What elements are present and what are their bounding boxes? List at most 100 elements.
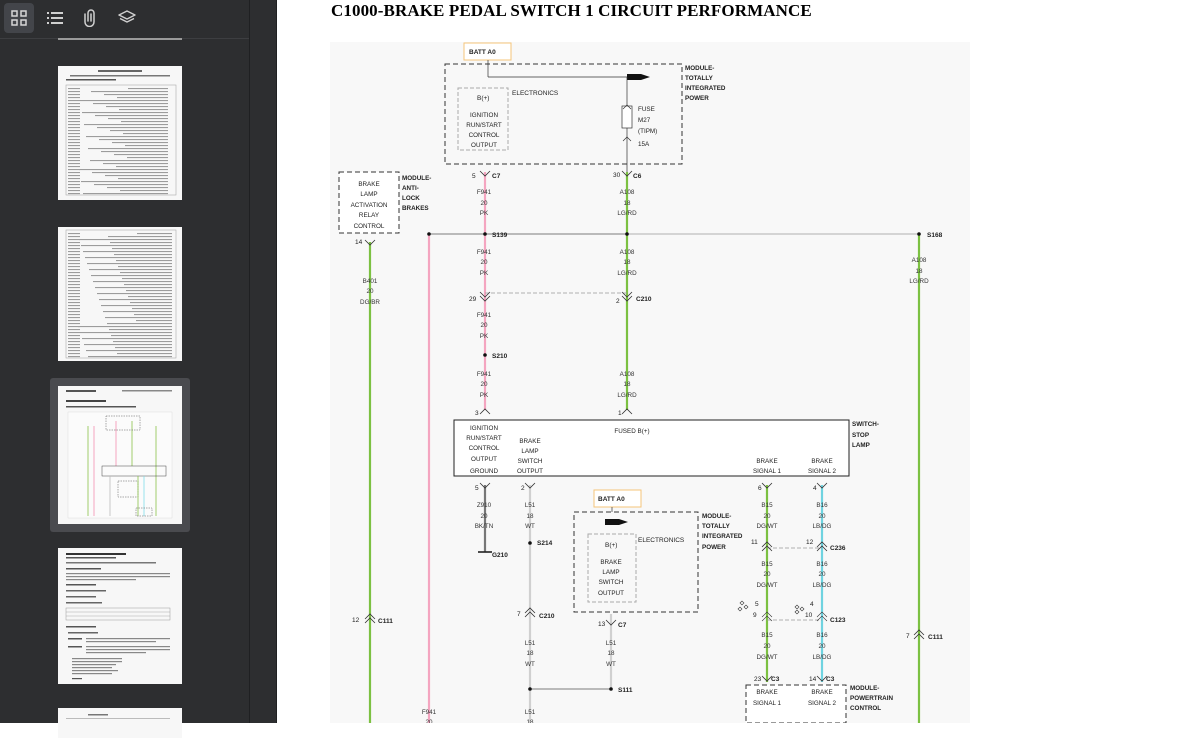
svg-text:FUSE: FUSE	[638, 106, 655, 113]
svg-text:B15: B15	[761, 502, 773, 509]
batt-label: BATT A0	[469, 49, 496, 56]
svg-text:S210: S210	[492, 353, 508, 360]
svg-text:12: 12	[806, 539, 814, 546]
svg-text:18: 18	[526, 650, 534, 657]
svg-text:ANTI-: ANTI-	[402, 185, 419, 192]
wiring-diagram: BATT A0 MODULE- TOTALLY INTEGRATED POWER…	[330, 42, 970, 723]
svg-text:B16: B16	[816, 561, 828, 568]
svg-text:STOP: STOP	[852, 432, 869, 439]
svg-text:B16: B16	[816, 502, 828, 509]
svg-text:F941: F941	[477, 249, 492, 256]
page-thumbnail-image	[58, 708, 182, 738]
svg-text:SWITCH: SWITCH	[518, 458, 543, 465]
abs-module-box	[338, 171, 400, 234]
svg-text:7: 7	[906, 633, 910, 640]
pcm-module-box	[745, 684, 847, 723]
thumbnail-page-2[interactable]	[50, 219, 190, 369]
svg-text:LAMP: LAMP	[602, 569, 619, 576]
svg-text:A108: A108	[620, 249, 635, 256]
sidebar-toolbar	[0, 0, 249, 39]
svg-text:PK: PK	[480, 270, 489, 277]
sidebar-resizer[interactable]	[250, 0, 277, 723]
svg-text:RUN/START: RUN/START	[466, 435, 502, 442]
svg-text:C210: C210	[539, 613, 555, 620]
svg-text:C111: C111	[928, 634, 943, 641]
svg-text:OUTPUT: OUTPUT	[471, 456, 497, 463]
svg-text:L51: L51	[525, 640, 536, 647]
svg-text:14: 14	[355, 239, 363, 246]
svg-text:LG/RD: LG/RD	[617, 210, 637, 217]
svg-text:F941: F941	[477, 189, 492, 196]
svg-text:SWITCH-: SWITCH-	[852, 421, 879, 428]
attachments-button[interactable]	[76, 3, 106, 33]
svg-text:BRAKE: BRAKE	[811, 458, 832, 465]
svg-text:OUTPUT: OUTPUT	[471, 142, 497, 149]
svg-text:LB/DG: LB/DG	[813, 654, 832, 661]
svg-text:11: 11	[751, 539, 758, 546]
svg-text:POWER: POWER	[702, 544, 726, 551]
svg-text:5: 5	[472, 173, 476, 180]
svg-text:BRAKE: BRAKE	[519, 438, 540, 445]
svg-text:1: 1	[618, 410, 622, 417]
svg-text:WT: WT	[525, 523, 535, 530]
svg-text:LG/RD: LG/RD	[617, 270, 637, 277]
svg-text:MODULE-: MODULE-	[702, 513, 731, 520]
svg-text:SIGNAL 2: SIGNAL 2	[808, 468, 837, 475]
svg-text:2: 2	[521, 485, 525, 492]
svg-text:BRAKE: BRAKE	[756, 689, 777, 696]
svg-text:L51: L51	[525, 502, 536, 509]
thumbnail-page-3[interactable]	[50, 378, 190, 532]
svg-text:C3: C3	[826, 676, 835, 683]
svg-text:C3: C3	[771, 676, 780, 683]
svg-text:ELECTRONICS: ELECTRONICS	[512, 90, 559, 97]
svg-text:BRAKE: BRAKE	[358, 181, 379, 188]
svg-text:(TIPM): (TIPM)	[638, 128, 657, 135]
thumbnail-page-1[interactable]	[50, 58, 190, 208]
svg-text:LOCK: LOCK	[402, 195, 420, 202]
svg-text:18: 18	[526, 513, 534, 520]
svg-text:LAMP: LAMP	[521, 448, 538, 455]
svg-text:CONTROL: CONTROL	[469, 132, 500, 139]
svg-text:5: 5	[475, 485, 479, 492]
svg-text:20: 20	[480, 381, 488, 388]
svg-text:LB/DG: LB/DG	[813, 582, 832, 589]
svg-text:S214: S214	[537, 540, 553, 547]
svg-text:C7: C7	[618, 622, 627, 629]
page-thumbnail-image	[58, 548, 182, 684]
svg-text:4: 4	[810, 601, 814, 608]
svg-text:DG/WT: DG/WT	[757, 523, 778, 530]
svg-text:SIGNAL 1: SIGNAL 1	[753, 700, 782, 707]
svg-text:LG/RD: LG/RD	[909, 278, 929, 285]
svg-text:20: 20	[763, 571, 771, 578]
svg-text:9: 9	[753, 612, 757, 619]
svg-text:18: 18	[623, 381, 631, 388]
svg-text:18: 18	[607, 650, 615, 657]
svg-text:MODULE-: MODULE-	[850, 685, 879, 692]
svg-text:20: 20	[763, 513, 771, 520]
svg-text:18: 18	[915, 268, 923, 275]
svg-text:LAMP: LAMP	[852, 442, 870, 449]
svg-text:OUTPUT: OUTPUT	[598, 590, 624, 597]
thumbnail-page-4[interactable]	[50, 540, 190, 690]
svg-text:DG/WT: DG/WT	[757, 654, 778, 661]
thumbnails-button[interactable]	[4, 3, 34, 33]
svg-text:IGNITION: IGNITION	[470, 112, 498, 119]
svg-text:A108: A108	[620, 371, 635, 378]
layers-button[interactable]	[112, 3, 142, 33]
svg-text:7: 7	[517, 611, 521, 618]
svg-text:GROUND: GROUND	[470, 468, 498, 475]
svg-text:BATT A0: BATT A0	[598, 496, 625, 503]
svg-text:SIGNAL 2: SIGNAL 2	[808, 700, 837, 707]
svg-text:DG/BR: DG/BR	[360, 299, 380, 306]
svg-text:Z910: Z910	[477, 502, 492, 509]
outline-button[interactable]	[40, 3, 70, 33]
svg-text:INTEGRATED: INTEGRATED	[685, 85, 726, 92]
svg-text:S168: S168	[927, 232, 943, 239]
svg-text:ELECTRONICS: ELECTRONICS	[638, 537, 685, 544]
svg-text:12: 12	[352, 617, 360, 624]
svg-text:14: 14	[809, 676, 817, 683]
svg-text:13: 13	[598, 621, 606, 628]
thumbnail-page-5[interactable]	[50, 700, 190, 738]
svg-text:SIGNAL 1: SIGNAL 1	[753, 468, 782, 475]
svg-text:S111: S111	[618, 687, 633, 694]
